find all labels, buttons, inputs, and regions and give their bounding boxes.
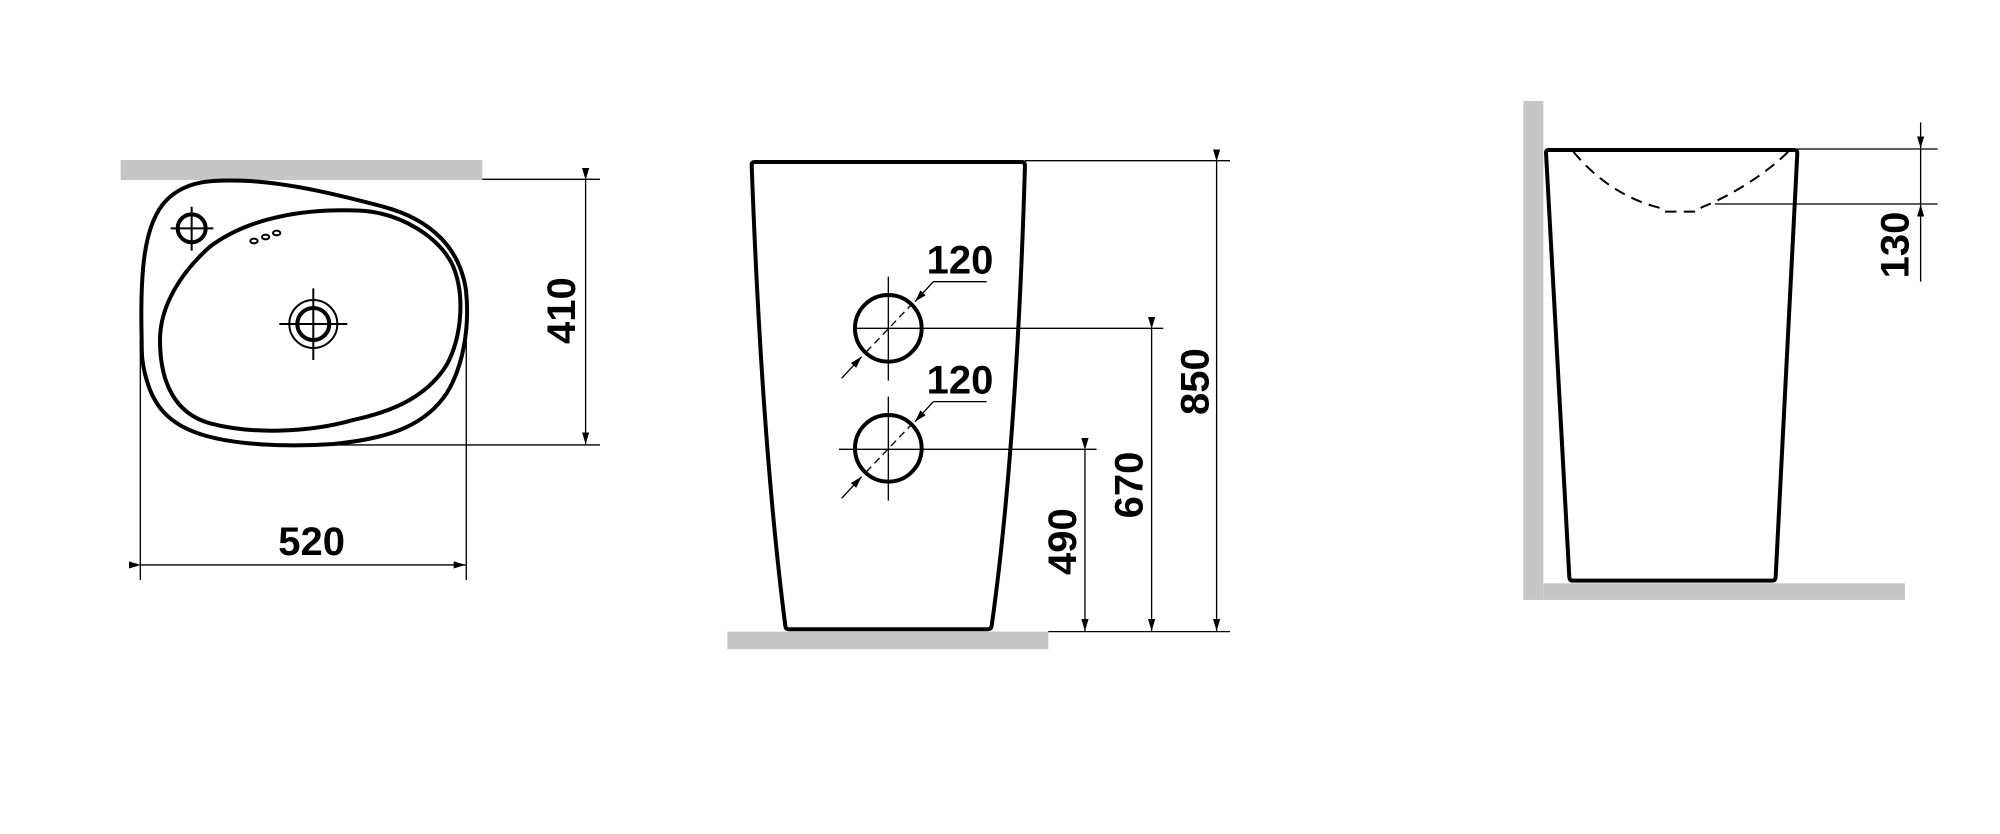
side-view: 130 — [1523, 100, 1938, 600]
basin-outer-outline — [139, 178, 470, 448]
front-view: 120 120 850 670 490 — [727, 149, 1230, 650]
overflow-holes — [249, 229, 282, 245]
pedestal-body-outline — [749, 159, 1027, 632]
lower-hole-diameter-label: 120 — [927, 358, 994, 402]
lower-hole-height-label: 490 — [1041, 508, 1085, 575]
wall — [120, 159, 483, 180]
height-dimension-label: 850 — [1173, 348, 1217, 415]
upper-hole-diameter-label: 120 — [927, 238, 994, 282]
upper-hole-height-label: 670 — [1108, 452, 1152, 519]
width-dimension-label: 520 — [278, 520, 345, 564]
floor — [1543, 583, 1905, 600]
floor — [727, 631, 1049, 650]
tap-hole-icon — [170, 206, 214, 251]
basin-inner-bowl — [157, 208, 463, 433]
pedestal-side-outline — [1543, 147, 1800, 583]
hidden-bowl-line — [1572, 150, 1790, 213]
depth-dimension-label: 410 — [540, 277, 584, 344]
top-view: 410 520 — [120, 159, 600, 580]
wall — [1523, 100, 1544, 600]
basin-depth-label: 130 — [1873, 212, 1917, 279]
drain-icon — [279, 288, 348, 360]
lower-pipe-hole: 120 — [841, 358, 994, 501]
